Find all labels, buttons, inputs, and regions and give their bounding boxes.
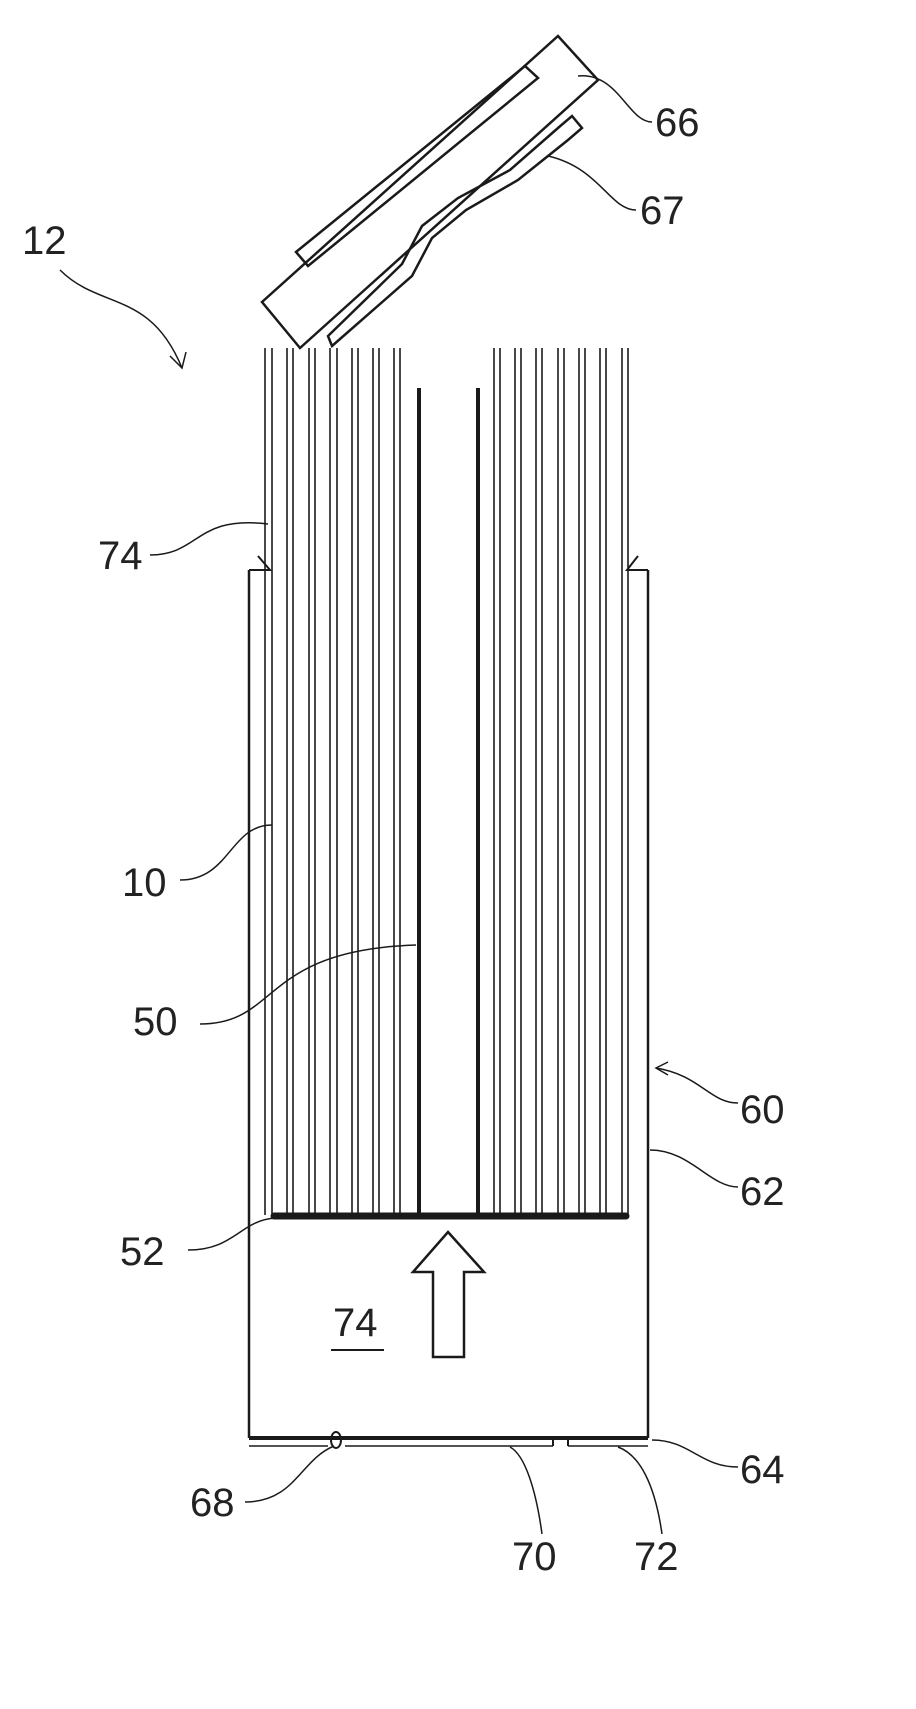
leader-slot: [510, 1447, 542, 1534]
label-center-plate: 50: [133, 1000, 178, 1044]
notch-left: [249, 556, 270, 570]
base: [249, 1432, 648, 1448]
label-chamber: 74: [333, 1301, 378, 1345]
leader-base: [652, 1440, 738, 1467]
label-stack: 10: [122, 861, 167, 905]
cap-assembly: [262, 36, 598, 348]
cap-body: [262, 36, 598, 348]
leader-lines: [60, 76, 738, 1534]
label-hole: 68: [190, 1481, 235, 1525]
leader-assembly: [60, 270, 182, 368]
label-cap: 66: [655, 101, 700, 145]
leader-center-plate: [200, 945, 416, 1024]
notch-right: [627, 556, 648, 570]
leader-clip: [548, 156, 636, 210]
label-housing: 60: [740, 1088, 785, 1132]
label-wall: 62: [740, 1170, 785, 1214]
label-follower-plate: 52: [120, 1230, 165, 1274]
leader-follower-plate: [188, 1218, 276, 1250]
leader-base-end: [618, 1447, 662, 1534]
reference-labels: 12 66 67 74 10 50 60 62 52 74 64 68 70 7…: [22, 101, 785, 1579]
label-base: 64: [740, 1448, 785, 1492]
label-notch: 74: [98, 534, 143, 578]
leader-housing: [656, 1068, 738, 1103]
sheet-stack-left: [265, 348, 400, 1215]
clip: [328, 116, 582, 346]
sheet-stack-right: [494, 348, 628, 1215]
leader-wall: [650, 1150, 738, 1187]
leader-hole: [245, 1446, 334, 1502]
label-clip: 67: [640, 189, 685, 233]
up-arrow-icon: [413, 1232, 484, 1357]
label-assembly: 12: [22, 219, 67, 263]
leader-cap: [578, 76, 652, 122]
leader-notch: [150, 523, 268, 555]
leader-stack: [180, 825, 272, 880]
label-base-end: 72: [634, 1535, 679, 1579]
label-slot: 70: [512, 1535, 557, 1579]
